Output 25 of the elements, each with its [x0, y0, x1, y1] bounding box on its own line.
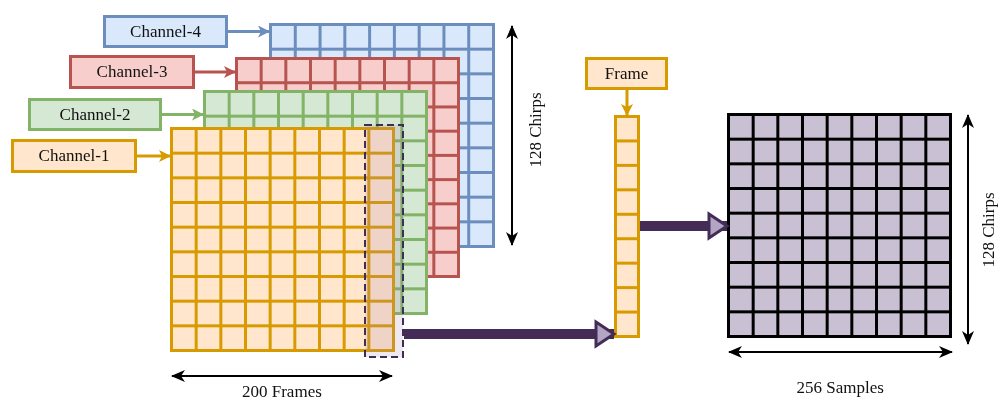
arrow [162, 108, 204, 121]
frame-column-drawing [614, 115, 640, 338]
channel-label: Channel-2 [58, 104, 132, 125]
channel-label: Channel-3 [95, 62, 169, 82]
dimension-label: 200 Frames [242, 382, 322, 400]
block-arrow [640, 212, 729, 240]
label-box [69, 55, 195, 89]
block-arrow [404, 320, 616, 348]
channel-label: Channel-1 [37, 146, 111, 166]
matrix-grid-drawing [727, 113, 952, 338]
channel-label: Channel-4 [129, 21, 202, 42]
label-box [28, 98, 162, 131]
label-box [103, 15, 228, 48]
dimension-label: 128 Chirps [525, 92, 546, 168]
arrow [137, 150, 171, 162]
arrow [228, 25, 270, 38]
label-box [11, 139, 137, 173]
dimension-label: 128 Chirps [978, 192, 999, 268]
arrow [621, 90, 633, 116]
selection-box [364, 124, 404, 358]
matrix-grid-drawing [170, 127, 395, 352]
dimension-label: 256 Samples [796, 378, 884, 398]
arrow [195, 66, 236, 78]
label-box [585, 57, 668, 90]
channel-label: Frame [603, 63, 650, 84]
